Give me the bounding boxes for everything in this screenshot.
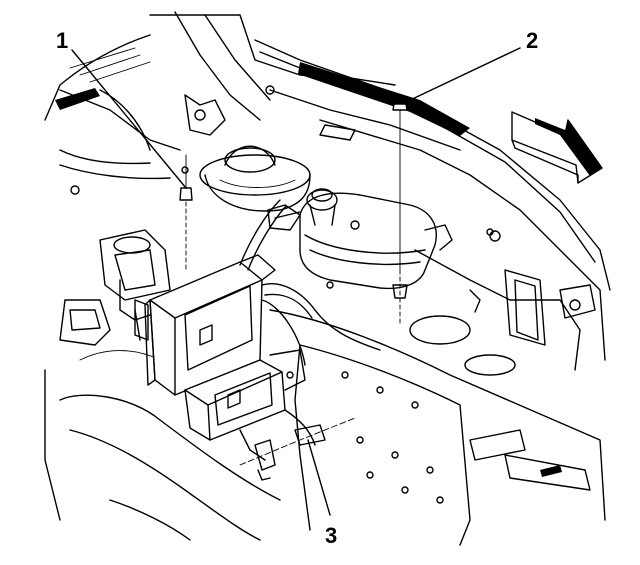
- callout-1: 1: [56, 28, 68, 53]
- frame-rail: [269, 309, 606, 546]
- stud-1: [179, 154, 193, 271]
- leader-line-1: [71, 49, 187, 189]
- fastener-3: [239, 417, 356, 481]
- wheel-opening: [44, 350, 281, 541]
- wiring-harness: [239, 199, 381, 461]
- control-module[interactable]: [134, 254, 276, 396]
- left-bracket-assembly: [59, 229, 171, 346]
- callout-3: 3: [325, 523, 337, 548]
- leader-lines: [71, 47, 521, 516]
- leader-line-3: [307, 439, 331, 516]
- stud-2: [392, 100, 408, 326]
- fender-rail: [254, 39, 611, 361]
- callout-2: 2: [526, 28, 538, 53]
- coolant-reservoir: [299, 188, 453, 290]
- strut-tower: [199, 145, 311, 212]
- leader-line-2: [405, 47, 521, 103]
- inner-fender-panel: [409, 249, 596, 376]
- front-direction-arrow-icon: [511, 111, 603, 184]
- hood-hinge-area: [44, 11, 396, 195]
